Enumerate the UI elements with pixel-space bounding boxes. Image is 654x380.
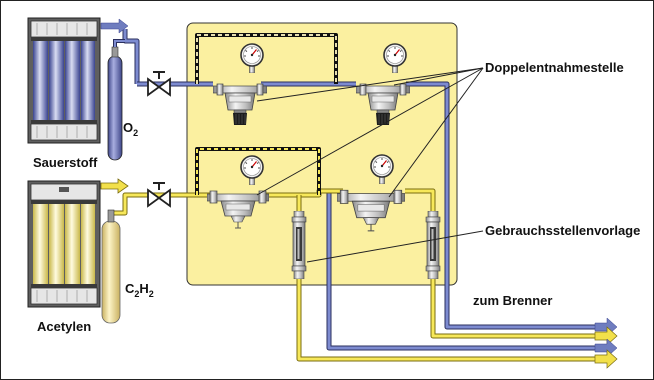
manifold-panel bbox=[186, 22, 458, 286]
to-burner-label: zum Brenner bbox=[473, 293, 552, 308]
burner-outlet-arrows bbox=[594, 317, 618, 369]
acetylene-name-label: Acetylen bbox=[37, 319, 91, 334]
flashback-arrestor-icon bbox=[291, 211, 307, 279]
oxygen-name-label: Sauerstoff bbox=[33, 155, 98, 170]
acetylene-formula-label: C2H2 bbox=[125, 281, 154, 299]
oxygen-cylinder-rack-icon bbox=[27, 17, 101, 144]
acetylene-flow-arrow-icon bbox=[100, 178, 129, 194]
acetylene-cylinder-rack-icon bbox=[27, 180, 101, 308]
oxygen-flow-arrow-icon bbox=[100, 18, 129, 34]
point-of-use-label: Gebrauchsstellenvorlage bbox=[485, 223, 640, 238]
flashback-arrestor-icon bbox=[425, 211, 441, 279]
leader-lines bbox=[256, 67, 484, 263]
double-outlet-label: Doppelentnahmestelle bbox=[485, 60, 624, 75]
acetylene-cylinder-icon bbox=[101, 209, 121, 324]
oxygen-formula-label: O2 bbox=[123, 120, 138, 138]
oxygen-cylinder-icon bbox=[107, 39, 125, 161]
